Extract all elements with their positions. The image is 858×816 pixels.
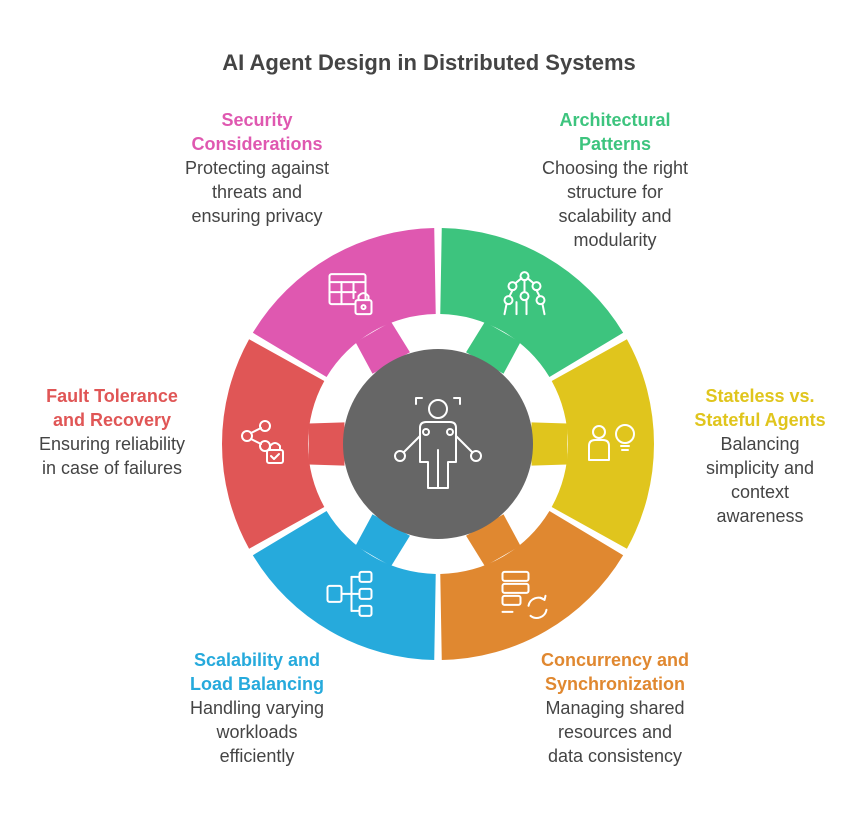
person-lightbulb-icon xyxy=(588,424,635,461)
label-stateless-desc-2: simplicity and xyxy=(705,458,815,478)
label-concurrency-desc-1: Managing shared xyxy=(545,698,685,718)
label-concurrency-desc-3: data consistency xyxy=(547,746,683,766)
label-security: Security Considerations Protecting again… xyxy=(157,108,357,228)
label-fault-desc-2: in case of failures xyxy=(41,458,183,478)
label-stateless-title-1: Stateless vs. xyxy=(705,386,815,406)
connector-fault xyxy=(308,422,345,466)
label-fault-title-1: Fault Tolerance xyxy=(46,386,178,406)
label-security-desc-1: Protecting against xyxy=(184,158,330,178)
label-stateless-desc-1: Balancing xyxy=(720,434,800,454)
label-fault-desc-1: Ensuring reliability xyxy=(38,434,186,454)
label-stateless: Stateless vs. Stateful Agents Balancing … xyxy=(680,384,840,528)
segment-concurrency xyxy=(440,510,624,660)
segment-scalability xyxy=(252,510,436,660)
label-scalability-desc-2: workloads xyxy=(216,722,298,742)
center-hub xyxy=(343,349,533,539)
connector-scalability xyxy=(355,514,410,567)
label-scalability-desc-3: efficiently xyxy=(219,746,295,766)
label-concurrency-title-1: Concurrency and xyxy=(540,650,690,670)
connector-security xyxy=(355,321,410,374)
label-security-title-2: Considerations xyxy=(191,134,323,154)
connector-concurrency xyxy=(466,514,521,567)
agent-figure-icon xyxy=(394,397,482,489)
label-fault: Fault Tolerance and Recovery Ensuring re… xyxy=(12,384,212,480)
table-lock-icon xyxy=(328,273,373,316)
label-stateless-desc-4: awareness xyxy=(716,506,804,526)
label-architectural-desc-1: Choosing the right xyxy=(541,158,689,178)
connector-architectural xyxy=(466,321,521,374)
label-architectural-desc-2: structure for xyxy=(566,182,664,202)
label-scalability-desc-1: Handling varying xyxy=(189,698,325,718)
segment-security xyxy=(252,228,436,378)
label-architectural-desc-4: modularity xyxy=(573,230,657,250)
label-security-desc-3: ensuring privacy xyxy=(191,206,323,226)
label-concurrency-title-2: Synchronization xyxy=(544,674,685,694)
diagram-title: AI Agent Design in Distributed Systems xyxy=(222,50,636,75)
label-scalability-title-2: Load Balancing xyxy=(189,674,324,694)
label-concurrency: Concurrency and Synchronization Managing… xyxy=(515,648,715,768)
label-architectural-title-2: Patterns xyxy=(578,134,652,154)
share-lock-icon xyxy=(241,420,284,464)
hierarchy-icon xyxy=(326,570,373,617)
label-architectural-desc-3: scalability and xyxy=(558,206,672,226)
network-nodes-icon xyxy=(503,271,546,316)
segment-architectural xyxy=(440,228,624,378)
label-scalability: Scalability and Load Balancing Handling … xyxy=(157,648,357,768)
label-security-desc-2: threats and xyxy=(211,182,303,202)
label-architectural-title-1: Architectural xyxy=(559,110,671,130)
label-concurrency-desc-2: resources and xyxy=(557,722,673,742)
label-fault-title-2: and Recovery xyxy=(52,410,172,430)
segment-stateless xyxy=(551,339,654,549)
label-security-title-1: Security xyxy=(221,110,293,130)
label-architectural: Architectural Patterns Choosing the righ… xyxy=(515,108,715,252)
label-stateless-desc-3: context xyxy=(730,482,790,502)
label-scalability-title-1: Scalability and xyxy=(193,650,321,670)
connector-stateless xyxy=(531,422,568,466)
label-stateless-title-2: Stateful Agents xyxy=(694,410,826,430)
server-sync-icon xyxy=(501,570,548,619)
